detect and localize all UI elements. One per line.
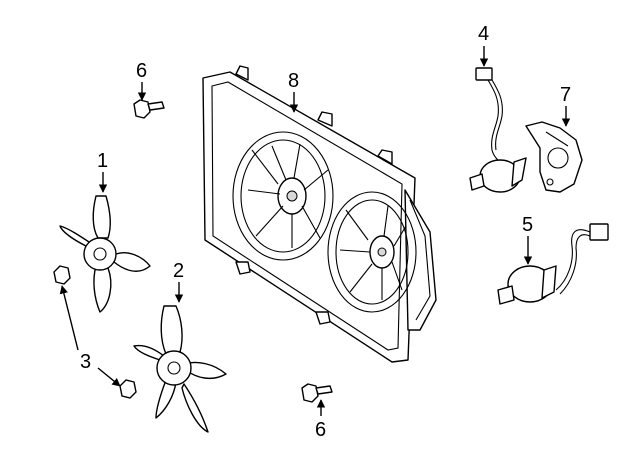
callout-1: 1	[97, 150, 108, 172]
leader-3a	[59, 285, 79, 351]
leader-3b	[97, 367, 121, 387]
motor-bracket-part-7	[525, 121, 583, 193]
fan-motor-part-5	[497, 223, 609, 305]
callout-2: 2	[173, 260, 184, 282]
fan-shroud-part-8	[202, 65, 437, 363]
callout-6-top: 6	[136, 60, 147, 82]
callout-3: 3	[80, 351, 91, 373]
bolt-part-6-top	[133, 99, 165, 119]
nut-part-3a	[53, 265, 71, 285]
callout-8: 8	[288, 70, 299, 92]
fan-part-1	[59, 195, 151, 313]
fan-motor-part-4	[469, 67, 527, 193]
callout-5: 5	[522, 214, 533, 236]
callout-6-bottom: 6	[315, 419, 326, 441]
bolt-part-6-bottom	[301, 383, 333, 403]
fan-part-2	[133, 305, 227, 433]
callout-7: 7	[560, 84, 571, 106]
nut-part-3b	[119, 379, 137, 399]
callout-4: 4	[478, 23, 489, 45]
